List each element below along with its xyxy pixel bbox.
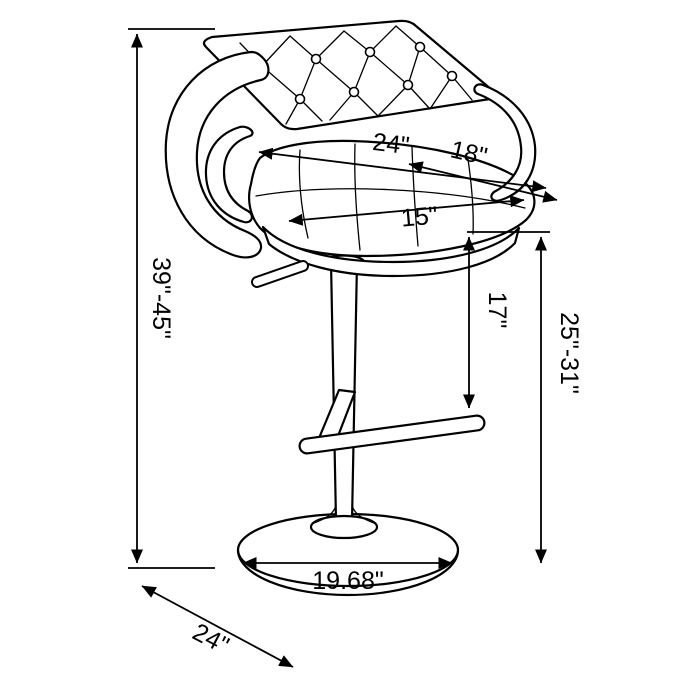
column-base-dome (309, 514, 379, 540)
seat-width-arrow (288, 195, 525, 226)
seat-height-label: 25"-31" (555, 312, 583, 394)
base-diameter-label: 19.68" (312, 567, 383, 595)
dimension-labels: 39"-45" 25"-31" 17" 24" 18" 15" 19.68" 2… (147, 128, 583, 660)
left-arm (164, 50, 270, 259)
overall-height-label: 39"-45" (147, 257, 175, 339)
dimension-lines (128, 28, 558, 668)
seat-to-footrest-label: 17" (483, 292, 511, 329)
overall-depth-label: 24" (188, 618, 234, 660)
footrest (298, 388, 486, 455)
seat-width-label: 15" (400, 201, 439, 232)
seat-depth-arrow (408, 161, 558, 203)
adjustment-lever (251, 260, 309, 288)
seat-underside (261, 225, 521, 278)
seat (248, 139, 536, 278)
back-width-label: 24" (371, 128, 411, 160)
overall-depth-arrow (141, 585, 294, 668)
